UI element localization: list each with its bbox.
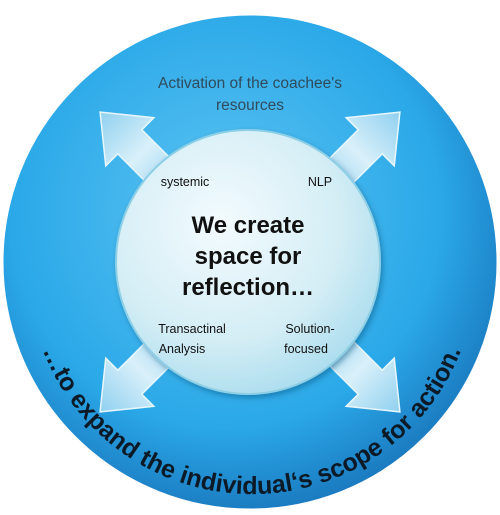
method-nlp: NLP — [308, 175, 332, 189]
center-text-line1: We create — [192, 212, 305, 239]
method-ta-line1: Transactinal — [158, 322, 226, 336]
method-sf-line2: focused — [284, 342, 328, 356]
method-systemic: systemic — [161, 175, 210, 189]
resources-label-line2: resources — [216, 97, 284, 114]
center-text-line3: reflection… — [182, 274, 314, 301]
method-ta-line2: Analysis — [159, 342, 206, 356]
resources-label-line1: Activation of the coachee's — [158, 75, 342, 92]
inner-circle — [115, 129, 381, 395]
center-text-line2: space for — [195, 243, 302, 270]
method-sf-line1: Solution- — [285, 322, 334, 336]
